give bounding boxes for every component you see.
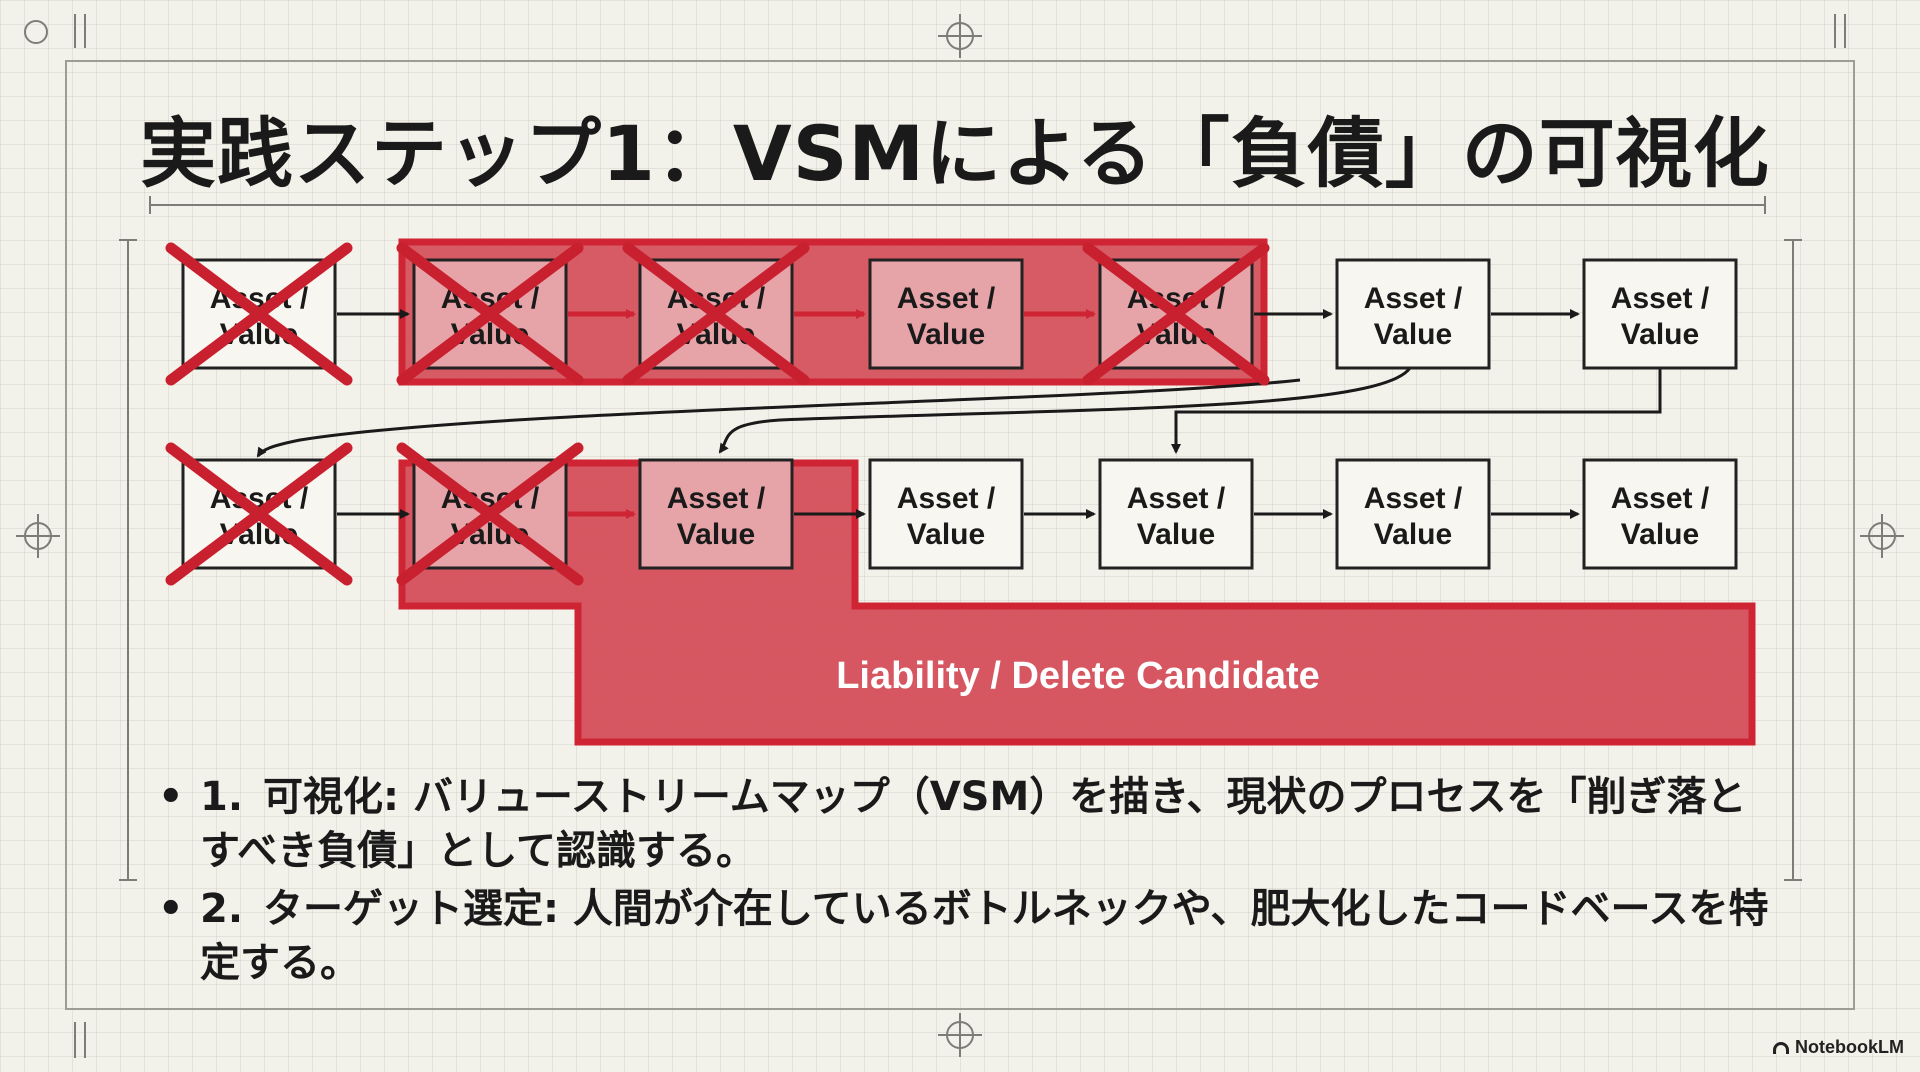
box-label-line-2: Value (907, 318, 985, 351)
liability-region-row-2 (398, 459, 1756, 746)
wrap-arrow-1 (718, 367, 1412, 454)
bullet-number: 2. (200, 886, 244, 932)
box-label-line-2: Value (1621, 518, 1699, 551)
asset-value-box (1098, 458, 1254, 570)
cross-mark (165, 442, 353, 586)
box-label-line-2: Value (1137, 518, 1215, 551)
asset-value-box (1335, 258, 1491, 370)
blueprint-decorations (16, 14, 1904, 1058)
logo-text: NotebookLM (1795, 1037, 1904, 1057)
slide-title: 実践ステップ1：VSMによる「負債」の可視化 (140, 109, 1770, 198)
asset-value-box (868, 258, 1024, 370)
blueprint-frame (65, 60, 1855, 1010)
cross-mark (622, 242, 810, 386)
bullet-item-2: 2. ターゲット選定: 人間が介在しているボトルネックや、肥大化したコードベース… (150, 882, 1770, 990)
box-label-line-2: Value (1374, 518, 1452, 551)
cross-mark (165, 242, 353, 386)
box-label-line-1: Asset / (667, 482, 766, 515)
liability-label: Liability / Delete Candidate (836, 655, 1320, 697)
asset-value-box (1335, 458, 1491, 570)
notebooklm-icon (1773, 1041, 1790, 1054)
box-label-line-2: Value (1621, 318, 1699, 351)
bullet-item-1: 1. 可視化: バリューストリームマップ（VSM）を描き、現状のプロセスを「削ぎ… (150, 770, 1770, 878)
box-label-line-1: Asset / (897, 282, 996, 315)
box-label-line-1: Asset / (1611, 282, 1710, 315)
box-label-line-1: Asset / (1364, 482, 1463, 515)
cross-mark (396, 442, 584, 586)
bullet-list: 1. 可視化: バリューストリームマップ（VSM）を描き、現状のプロセスを「削ぎ… (150, 770, 1770, 994)
notebooklm-logo: NotebookLM (1773, 1037, 1904, 1058)
box-label-line-1: Asset / (1611, 482, 1710, 515)
asset-value-box (1582, 458, 1738, 570)
box-label-line-1: Asset / (897, 482, 996, 515)
cross-mark (1082, 242, 1270, 386)
bullet-text: バリューストリームマップ（VSM）を描き、現状のプロセスを「削ぎ落とすべき負債」… (200, 774, 1747, 874)
wrap-arrow-3 (1171, 368, 1662, 454)
asset-value-box (868, 458, 1024, 570)
box-label-line-1: Asset / (1127, 482, 1226, 515)
box-label-line-2: Value (1374, 318, 1452, 351)
bullet-text: 人間が介在しているボトルネックや、肥大化したコードベースを特定する。 (200, 886, 1769, 986)
box-label-line-1: Asset / (1364, 282, 1463, 315)
asset-value-box (1582, 258, 1738, 370)
cross-mark (396, 242, 584, 386)
bullet-number: 1. (200, 774, 244, 820)
box-label-line-2: Value (677, 518, 755, 551)
box-label-line-2: Value (907, 518, 985, 551)
bullet-label: ターゲット選定: (262, 886, 559, 932)
asset-value-box (638, 458, 794, 570)
wrap-arrow-2 (256, 378, 1301, 458)
bullet-label: 可視化: (262, 774, 399, 820)
